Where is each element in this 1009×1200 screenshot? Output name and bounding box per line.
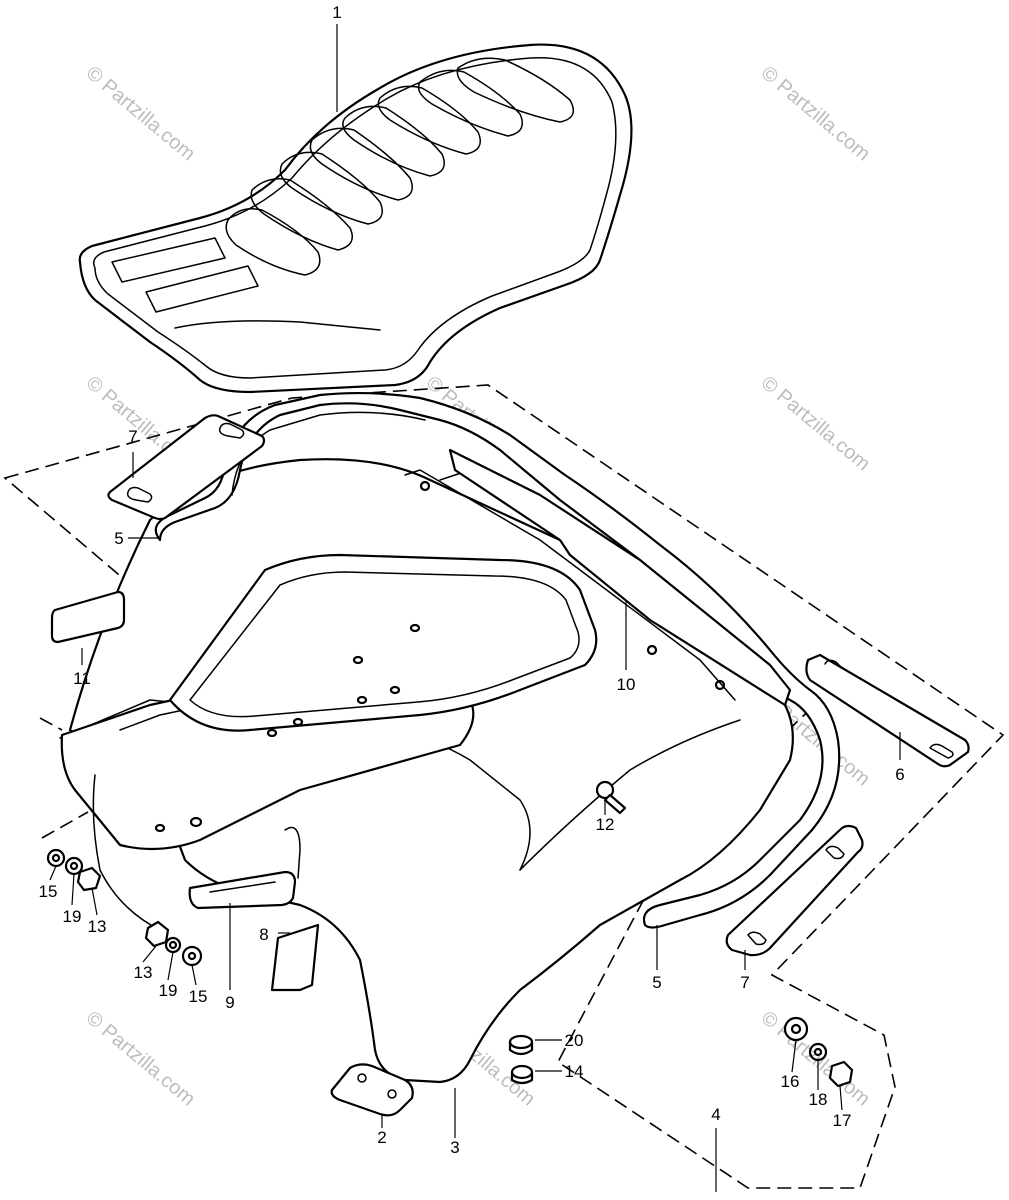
part-8-label: [270, 923, 320, 992]
callout-16: 16: [781, 1072, 800, 1091]
callout-13-top: 13: [88, 917, 107, 936]
callout-7-top: 7: [128, 427, 137, 446]
callout-3: 3: [450, 1138, 459, 1157]
callouts: 1 2 3 4 5 5 6 7 7 8 9 10 11 12 13 13 14 …: [39, 3, 905, 1157]
part-6-plate: [805, 653, 970, 768]
part-10-strip: [404, 448, 792, 707]
callout-12: 12: [596, 815, 615, 834]
watermark: © Partzilla.com: [82, 62, 199, 165]
callout-9: 9: [225, 993, 234, 1012]
hardware-left-bottom: [144, 920, 203, 967]
callout-14: 14: [565, 1062, 584, 1081]
callout-17: 17: [833, 1111, 852, 1130]
callout-8: 8: [259, 925, 268, 944]
watermark: © Partzilla.com: [757, 372, 874, 475]
part-9-reflector: [188, 870, 297, 910]
callout-20: 20: [565, 1031, 584, 1050]
callout-1: 1: [332, 3, 341, 22]
callout-2: 2: [377, 1128, 386, 1147]
part-2-bracket: [330, 1063, 414, 1117]
callout-15-top: 15: [39, 882, 58, 901]
part-14-nut: [510, 1064, 534, 1085]
part-20-washer: [508, 1034, 534, 1056]
callout-19-top: 19: [63, 907, 82, 926]
watermark: © Partzilla.com: [82, 1007, 199, 1110]
callout-5-bottom: 5: [652, 973, 661, 992]
part-7-plate-top: [107, 414, 266, 521]
leader-lines: [49, 24, 901, 1192]
callout-18: 18: [809, 1090, 828, 1109]
seal-top: [154, 391, 841, 929]
callout-11: 11: [73, 669, 91, 688]
callout-4: 4: [711, 1105, 720, 1124]
callout-13-bottom: 13: [134, 963, 153, 982]
callout-5-top: 5: [114, 529, 123, 548]
part-11-plate: [50, 590, 126, 644]
part-7-plate-bottom: [725, 824, 864, 957]
rear-fender-assembly: [59, 458, 794, 1084]
callout-10: 10: [617, 675, 636, 694]
callout-19-bottom: 19: [159, 981, 178, 1000]
callout-15-bottom: 15: [189, 987, 208, 1006]
seat: [78, 43, 633, 394]
watermark: © Partzilla.com: [757, 62, 874, 165]
callout-7-bottom: 7: [740, 973, 749, 992]
part-12-bolt: [595, 780, 627, 815]
callout-6: 6: [895, 765, 904, 784]
